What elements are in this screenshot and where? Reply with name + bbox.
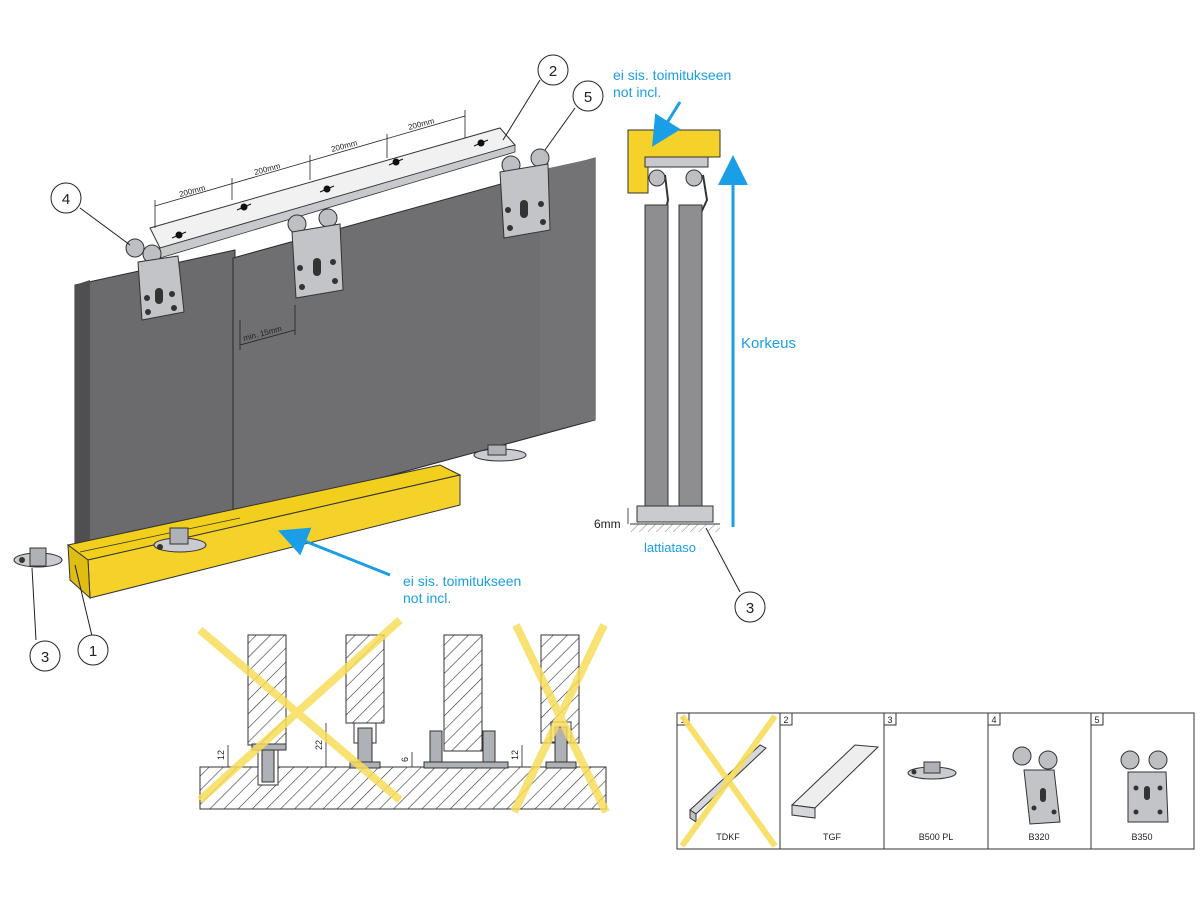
note-not-included-en-1: not incl. <box>403 590 451 606</box>
part-4-name: B320 <box>1028 832 1049 842</box>
part-5-image <box>1120 750 1169 823</box>
callout-4: 4 <box>62 191 70 208</box>
not-included-arrow-header <box>652 101 682 147</box>
callout-1: 1 <box>89 643 97 660</box>
part-1-name: TDKF <box>716 832 740 842</box>
note-not-included-fi-1: ei sis. toimitukseen <box>403 573 521 589</box>
part-1-cross <box>679 714 778 848</box>
part-3-image <box>907 761 957 780</box>
height-label: Korkeus <box>741 335 796 352</box>
dim-200mm-2: 200mm <box>253 161 281 177</box>
callout-4-circle <box>50 182 82 214</box>
invalid-options-crosses <box>197 617 610 814</box>
part-3-name: B500 PL <box>919 832 954 842</box>
part-2-image <box>790 744 880 819</box>
part-2-number: 2 <box>783 715 788 725</box>
side-section-view: 6mm lattiataso Korkeus ei sis. toimituks… <box>594 67 796 555</box>
callout-labels: 2 5 4 3 1 3 <box>41 63 754 666</box>
part-5-name: B350 <box>1131 832 1152 842</box>
floor-guide-right <box>473 444 527 462</box>
rail-screw-marks <box>171 139 489 239</box>
roller-hanger-left <box>125 238 185 321</box>
side-door-2 <box>678 204 703 513</box>
side-door-1 <box>644 204 669 513</box>
roller-hanger-middle <box>287 208 344 299</box>
part-3-number: 3 <box>887 715 892 725</box>
callout-3: 3 <box>41 649 49 666</box>
callout-3b-circle <box>734 591 766 623</box>
callout-3b: 3 <box>746 600 754 617</box>
callout-2-circle <box>537 54 569 86</box>
floor-level-label: lattiataso <box>644 540 696 555</box>
floor-guide-loose <box>13 547 63 568</box>
isometric-assembly-view: 200mm 200mm 200mm 200mm <box>13 110 596 606</box>
dim-section-6: 6 <box>400 757 410 762</box>
floor-guide-cross-section: 12 22 6 12 <box>197 617 610 814</box>
note-not-included-en-2: not incl. <box>613 84 661 100</box>
callout-5-circle <box>572 80 604 112</box>
callout-2: 2 <box>549 63 557 80</box>
part-5-number: 5 <box>1094 715 1099 725</box>
part-4-number: 4 <box>991 715 996 725</box>
dim-200mm-1: 200mm <box>178 183 206 199</box>
callout-5: 5 <box>584 89 592 106</box>
note-not-included-fi-2: ei sis. toimitukseen <box>613 67 731 83</box>
not-included-arrow-beam <box>278 527 391 577</box>
dim-section-22: 22 <box>314 740 324 750</box>
dim-200mm-4: 200mm <box>407 116 435 132</box>
callout-1-circle <box>77 634 109 666</box>
roller-hanger-right <box>499 148 551 239</box>
part-4-image <box>1012 746 1061 825</box>
dim-floor-gap: 6mm <box>594 517 621 531</box>
dim-200mm-3: 200mm <box>330 138 358 154</box>
callout-3-circle <box>29 640 61 672</box>
spacing-dimensions <box>154 110 466 228</box>
floor-guide-mid <box>153 527 207 553</box>
dim-section-12b: 12 <box>510 750 520 760</box>
part-2-name: TGF <box>823 832 841 842</box>
callouts <box>29 54 766 672</box>
parts-table: 1 2 3 4 5 <box>676 712 1195 850</box>
dim-section-12a: 12 <box>216 750 226 760</box>
